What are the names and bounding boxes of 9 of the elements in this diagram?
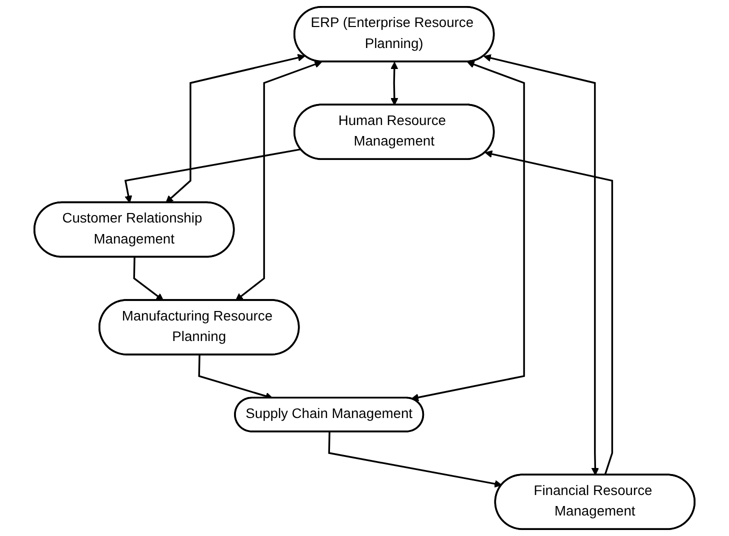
arrow [328, 432, 502, 488]
arrow [484, 150, 614, 476]
arrow [484, 54, 599, 476]
arrow [166, 54, 306, 204]
arrow [235, 60, 322, 301]
arrow [390, 62, 398, 106]
arrow [124, 148, 301, 204]
arrow [411, 60, 525, 402]
arrow [133, 257, 164, 301]
